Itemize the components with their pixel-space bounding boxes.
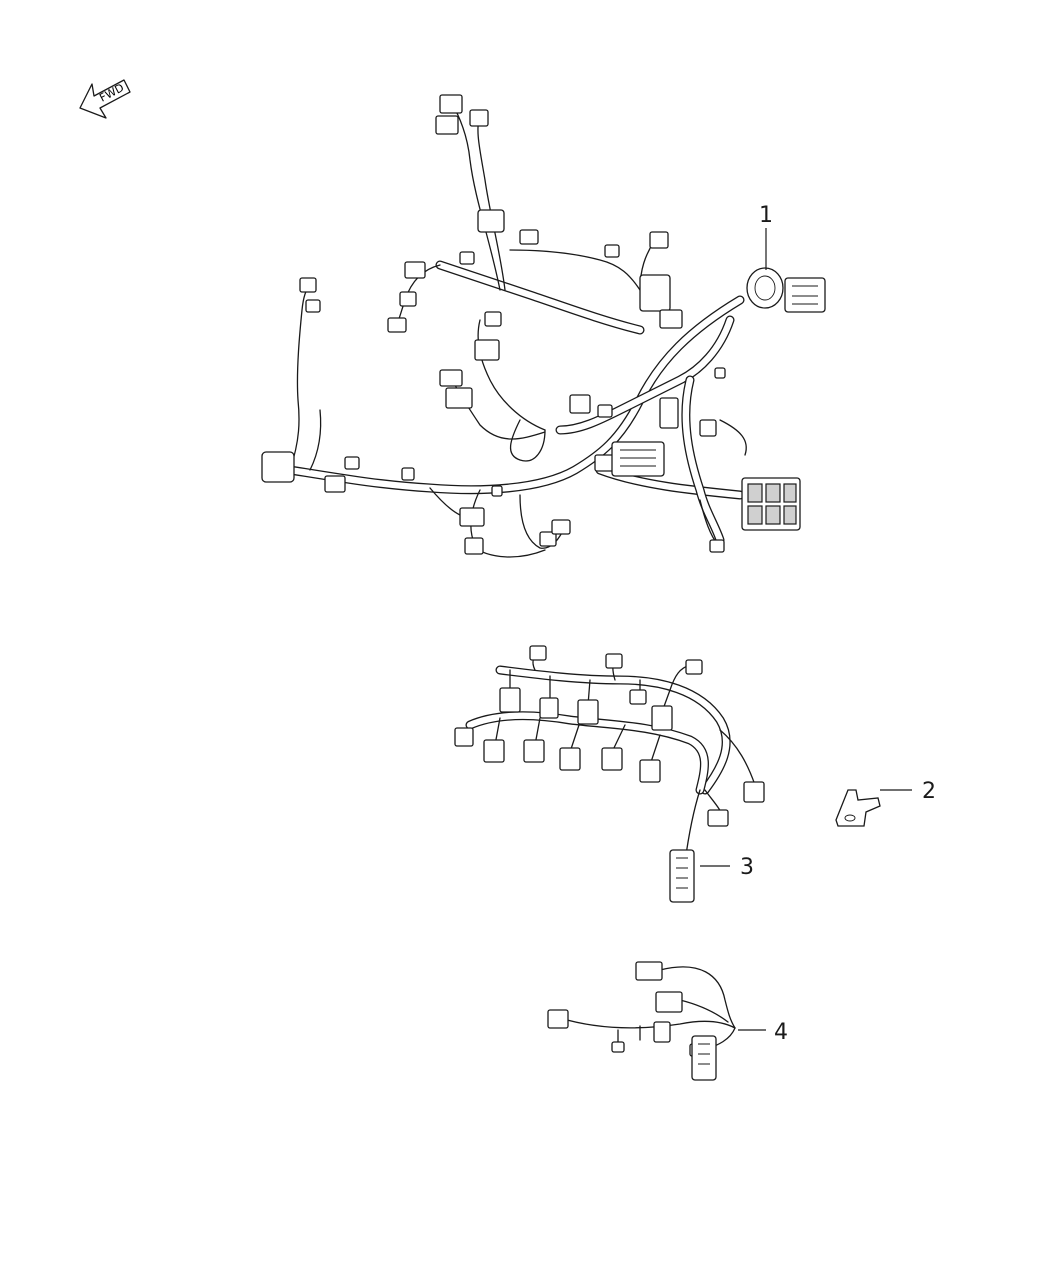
harness-4-connectors bbox=[547, 961, 717, 1081]
main-engine-harness bbox=[261, 94, 826, 558]
callout-2-label: 2 bbox=[922, 779, 936, 804]
callout-1-label: 1 bbox=[759, 203, 773, 228]
bracket bbox=[835, 789, 881, 827]
fuse-box bbox=[611, 441, 665, 477]
forward-arrow-icon bbox=[79, 79, 131, 119]
fwd-indicator: FWD bbox=[79, 79, 131, 119]
harness-1-connectors bbox=[261, 94, 726, 555]
callout-3: 3 bbox=[700, 855, 754, 880]
harness-trunk bbox=[285, 260, 745, 545]
harness-3-wires bbox=[465, 651, 756, 863]
callout-3-label: 3 bbox=[740, 855, 754, 880]
jumper-harness bbox=[547, 961, 736, 1081]
callout-4: 4 bbox=[738, 1020, 788, 1045]
large-connector-block bbox=[741, 477, 801, 531]
callout-1: 1 bbox=[759, 203, 773, 270]
callout-4-label: 4 bbox=[774, 1020, 788, 1045]
harness-3-connectors bbox=[454, 645, 765, 903]
bulkhead-connector bbox=[746, 267, 826, 313]
callout-2: 2 bbox=[880, 779, 936, 804]
injector-harness bbox=[454, 645, 765, 903]
